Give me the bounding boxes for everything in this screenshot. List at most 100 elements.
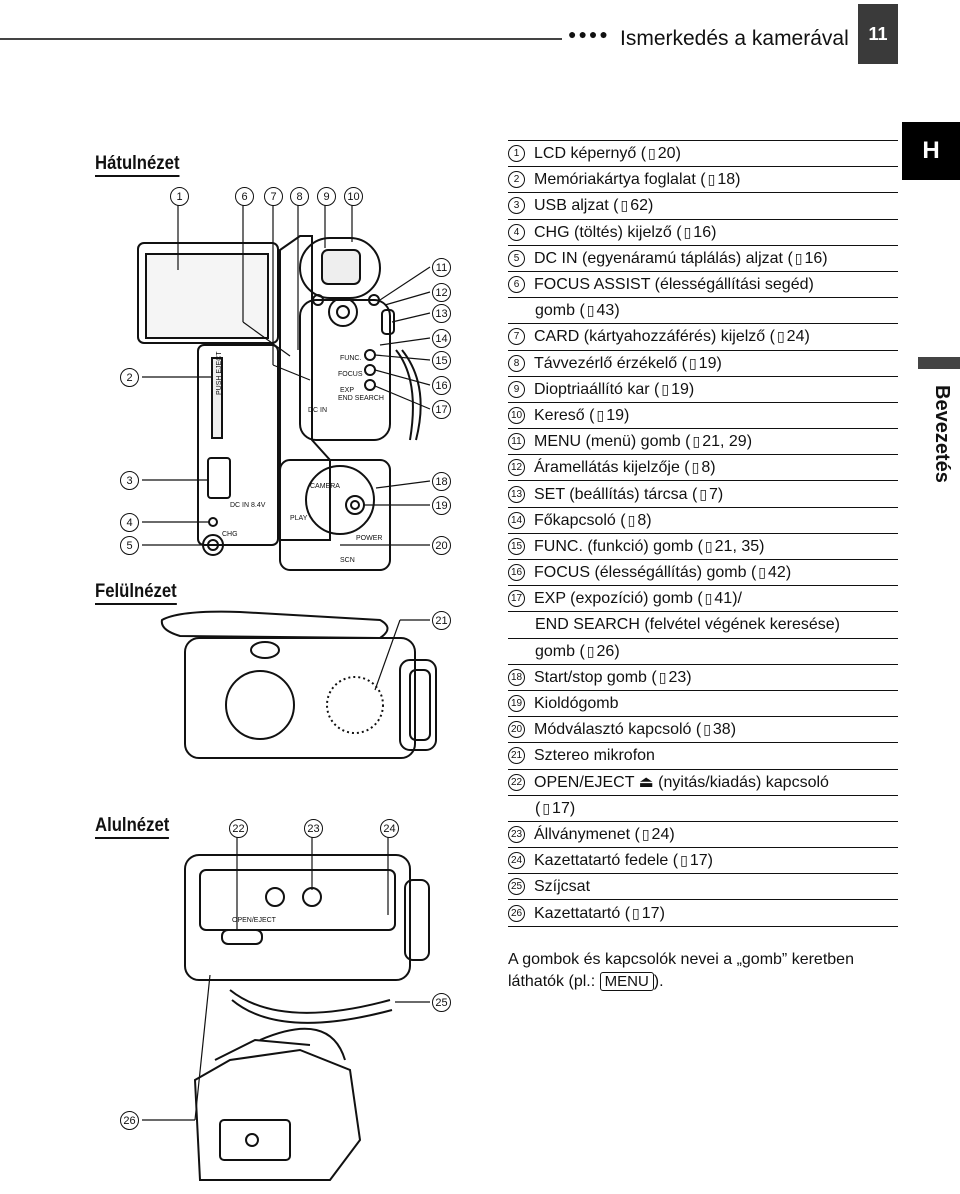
callout-1: 1 — [170, 187, 189, 206]
item-number: 25 — [508, 878, 525, 896]
book-icon: ▯ — [704, 590, 713, 607]
callout-12: 12 — [432, 283, 451, 302]
item-text: FOCUS ASSIST (élességállítási segéd) — [534, 276, 814, 294]
item-text: Áramellátás kijelzője ( — [534, 459, 690, 477]
item-text: Kioldógomb — [534, 695, 619, 713]
page-reference: 62) — [630, 197, 654, 215]
callout-17: 17 — [432, 400, 451, 419]
lcd-screen-drawing — [137, 242, 279, 344]
item-text: Állványmenet ( — [534, 825, 640, 843]
item-number: 22 — [508, 773, 525, 791]
book-icon: ▯ — [692, 433, 701, 450]
note-text-before: A gombok és kapcsolók nevei a „gomb” ker… — [508, 951, 854, 990]
list-item: 19 Kioldógomb — [508, 691, 898, 718]
item-text: OPEN/EJECT ⏏ (nyitás/kiadás) kapcsoló — [534, 773, 829, 791]
item-text: Szíjcsat — [534, 878, 591, 896]
page-reference: 19) — [698, 354, 722, 372]
book-icon: ▯ — [683, 223, 692, 240]
item-number: 5 — [508, 249, 525, 267]
callout-14: 14 — [432, 329, 451, 348]
callout-21: 21 — [432, 611, 451, 630]
page-reference: 16) — [804, 249, 828, 267]
page-reference: 17) — [641, 904, 665, 922]
book-icon: ▯ — [641, 825, 650, 842]
page-reference: 24) — [786, 328, 810, 346]
item-number: 24 — [508, 852, 525, 870]
camera-label: CAMERA — [310, 483, 340, 490]
item-number: 19 — [508, 695, 525, 713]
book-icon: ▯ — [620, 197, 629, 214]
item-number: 10 — [508, 406, 525, 424]
leader-lines — [142, 205, 431, 1121]
item-text: Memóriakártya foglalat ( — [534, 171, 706, 189]
item-number: 14 — [508, 511, 525, 529]
camera-illustrations: PUSH EJECT DC IN DC IN 8.4V CHG FUNC. FO… — [137, 205, 437, 1181]
callout-9: 9 — [317, 187, 336, 206]
book-icon: ▯ — [542, 799, 551, 816]
back-view-heading: Hátulnézet — [95, 153, 180, 177]
func-label: FUNC. — [340, 355, 361, 362]
top-view-heading: Felülnézet — [95, 581, 177, 605]
item-text: CHG (töltés) kijelző ( — [534, 223, 682, 241]
item-text: CARD (kártyahozzáférés) kijelző ( — [534, 328, 775, 346]
section-label: Bevezetés — [931, 385, 953, 483]
book-icon: ▯ — [658, 668, 667, 685]
book-icon: ▯ — [704, 537, 713, 554]
item-number: 13 — [508, 485, 525, 503]
play-label: PLAY — [290, 515, 308, 522]
page-reference: 19) — [606, 406, 630, 424]
page-reference: 41)/ — [714, 590, 742, 608]
section-marker-bar — [918, 357, 960, 369]
callout-16: 16 — [432, 376, 451, 395]
item-text: gomb ( — [535, 642, 585, 660]
item-number: 9 — [508, 380, 525, 398]
callout-25: 25 — [432, 993, 451, 1012]
power-label: POWER — [356, 535, 382, 542]
page-reference: 7) — [709, 485, 724, 503]
book-icon: ▯ — [627, 511, 636, 528]
callout-5: 5 — [120, 536, 139, 555]
callout-23: 23 — [304, 819, 323, 838]
dc-in-spec-label: DC IN 8.4V — [230, 502, 266, 509]
page-reference: 21, 35) — [714, 537, 765, 555]
item-text: MENU (menü) gomb ( — [534, 433, 691, 451]
callout-3: 3 — [120, 471, 139, 490]
item-text: SET (beállítás) tárcsa ( — [534, 485, 698, 503]
chg-label: CHG — [222, 531, 238, 538]
language-tab: H — [902, 122, 960, 180]
item-number: 17 — [508, 590, 525, 608]
callout-8: 8 — [290, 187, 309, 206]
item-number: 15 — [508, 537, 525, 555]
item-text: Kazettatartó ( — [534, 904, 631, 922]
item-number: 3 — [508, 197, 525, 215]
book-icon: ▯ — [707, 171, 716, 188]
page-reference: 17) — [552, 799, 576, 817]
list-item: 22 OPEN/EJECT ⏏ (nyitás/kiadás) kapcsoló — [508, 770, 898, 796]
item-number: 26 — [508, 904, 525, 922]
callout-18: 18 — [432, 472, 451, 491]
page-header-title: Ismerkedés a kamerával — [620, 27, 849, 50]
book-icon: ▯ — [596, 406, 605, 423]
item-number: 20 — [508, 721, 525, 739]
item-number: 11 — [508, 433, 525, 451]
item-number: 21 — [508, 747, 525, 765]
book-icon: ▯ — [648, 145, 656, 162]
book-icon: ▯ — [586, 302, 595, 319]
item-text: LCD képernyő ( — [534, 145, 647, 163]
page-reference: 23) — [668, 668, 692, 686]
page-reference: 20) — [657, 145, 681, 163]
page-reference: 16) — [693, 223, 717, 241]
